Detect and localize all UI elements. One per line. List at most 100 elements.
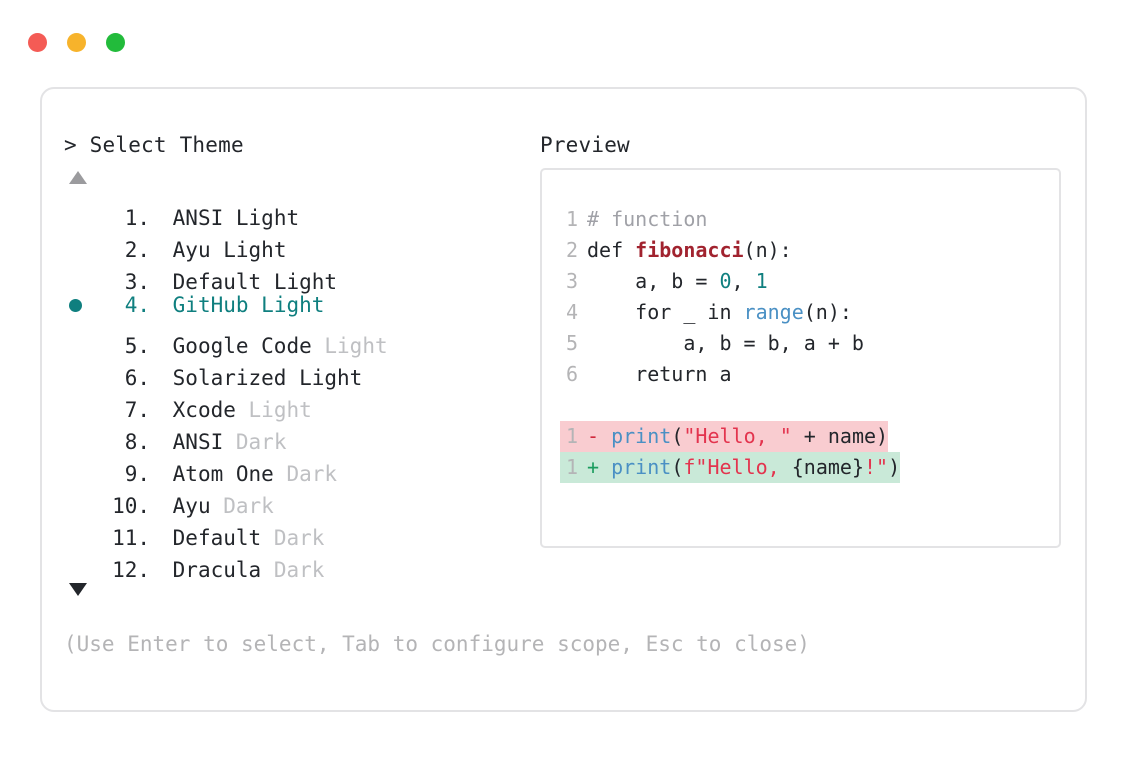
theme-item-index: 3. (124, 270, 150, 294)
diff-marker-space (599, 424, 611, 448)
selection-bullet-cell (64, 481, 98, 513)
selection-bullet-cell (64, 290, 98, 322)
code-token-builtin: print (611, 424, 672, 448)
theme-name-variant-space (286, 362, 299, 394)
theme-item-variant: Light (273, 270, 338, 294)
selected-bullet-icon (69, 299, 82, 312)
page-title: > Select Theme (64, 133, 244, 157)
selection-bullet-cell (64, 353, 98, 385)
preview-title: Preview (540, 133, 630, 157)
diff-highlight: 1- print("Hello, " + name) (560, 421, 889, 452)
theme-name-variant-space (211, 490, 224, 522)
code-token-plain: a, b = b, a + b (587, 331, 864, 355)
maximize-window-button[interactable] (106, 33, 125, 52)
theme-item-spacer (150, 490, 173, 522)
theme-item-variant: Light (261, 293, 325, 317)
theme-item-index: 2. (124, 238, 150, 262)
theme-list-item[interactable]: 11. Default Dark (64, 513, 534, 550)
theme-list-item[interactable]: 4. GitHub Light (64, 289, 534, 321)
theme-item-variant: Dark (235, 430, 287, 454)
theme-name-variant-space (261, 554, 274, 586)
theme-item-variant: Dark (223, 494, 274, 518)
theme-item-name: Default (172, 270, 262, 294)
theme-list-item[interactable]: 2. Ayu Light (64, 225, 534, 262)
code-token-num: 1 (755, 269, 768, 293)
theme-item-index: 5. (124, 334, 150, 358)
diff-highlight: 1+ print(f"Hello, {name}!") (560, 452, 901, 483)
code-blank-line (560, 390, 1059, 421)
theme-list-item[interactable]: 10. Ayu Dark (64, 481, 534, 518)
theme-list-item[interactable]: 9. Atom One Dark (64, 449, 534, 486)
line-number: 3 (565, 269, 578, 293)
keyboard-hint: (Use Enter to select, Tab to configure s… (64, 632, 810, 656)
theme-list-item[interactable]: 1. ANSI Light (64, 193, 534, 230)
scroll-down-icon[interactable] (69, 583, 87, 596)
theme-item-name: Google Code (172, 334, 312, 358)
selection-bullet-cell (64, 417, 98, 449)
theme-item-index: 10. (112, 494, 150, 518)
theme-item-variant: Light (223, 238, 287, 262)
code-token-builtin: print (611, 455, 672, 479)
code-token-plain: {name} (791, 455, 864, 479)
theme-item-spacer (150, 202, 173, 234)
theme-item-name: Solarized (172, 366, 287, 390)
code-token-plain: (n): (743, 238, 792, 262)
close-window-button[interactable] (28, 33, 47, 52)
theme-item-name: ANSI (172, 206, 224, 230)
diff-line-added: 1+ print(f"Hello, {name}!") (560, 452, 1059, 483)
theme-list-item[interactable]: 7. Xcode Light (64, 385, 534, 422)
theme-item-variant: Light (324, 334, 388, 358)
code-token-comment: # function (587, 207, 708, 231)
code-token-func: fibonacci (635, 238, 744, 262)
theme-name-variant-space (211, 234, 224, 266)
theme-list-item[interactable]: 12. Dracula Dark (64, 545, 534, 582)
minimize-window-button[interactable] (67, 33, 86, 52)
code-token-plain: a, b = (587, 269, 720, 293)
theme-list-item[interactable]: 5. Google Code Light (64, 321, 534, 358)
line-number: 1 (565, 455, 578, 479)
diff-marker-space (599, 455, 611, 479)
theme-list-item[interactable]: 8. ANSI Dark (64, 417, 534, 454)
code-token-builtin: range (743, 300, 804, 324)
theme-item-index: 12. (112, 558, 150, 582)
selection-bullet-cell (64, 385, 98, 417)
code-token-plain: return a (587, 362, 732, 386)
theme-item-index: 6. (124, 366, 150, 390)
selection-bullet-cell (64, 321, 98, 353)
selection-bullet-cell (64, 449, 98, 481)
diff-marker: + (587, 455, 600, 479)
code-token-plain: (n): (803, 300, 852, 324)
code-token-plain: , (731, 269, 756, 293)
theme-list-item[interactable]: 6. Solarized Light (64, 353, 534, 390)
diff-line-deleted: 1- print("Hello, " + name) (560, 421, 1059, 452)
line-number: 1 (565, 207, 578, 231)
code-token-plain: ) (888, 455, 901, 479)
theme-item-spacer (150, 234, 173, 266)
theme-list-item[interactable]: 3. Default Light (64, 257, 534, 294)
theme-name-variant-space (312, 330, 325, 362)
scroll-up-icon[interactable] (69, 171, 87, 184)
code-token-string: f"Hello, (683, 455, 792, 479)
line-number: 1 (565, 424, 578, 448)
code-token-keyword: def (587, 238, 636, 262)
theme-item-index: 4. (124, 293, 150, 317)
theme-item-spacer (150, 394, 173, 426)
theme-item-spacer (150, 522, 173, 554)
theme-item-name: Ayu (172, 494, 211, 518)
selection-bullet-cell (64, 545, 98, 577)
theme-item-name: Default (172, 526, 262, 550)
theme-item-name: Ayu (172, 238, 211, 262)
selection-bullet-cell (64, 513, 98, 545)
theme-item-name: Atom One (172, 462, 274, 486)
code-token-num: 0 (719, 269, 732, 293)
theme-item-name: GitHub (172, 293, 249, 317)
theme-item-spacer (150, 289, 173, 321)
theme-name-variant-space (249, 289, 262, 321)
code-line: 1 # function (560, 204, 1059, 235)
theme-item-variant: Dark (286, 462, 338, 486)
